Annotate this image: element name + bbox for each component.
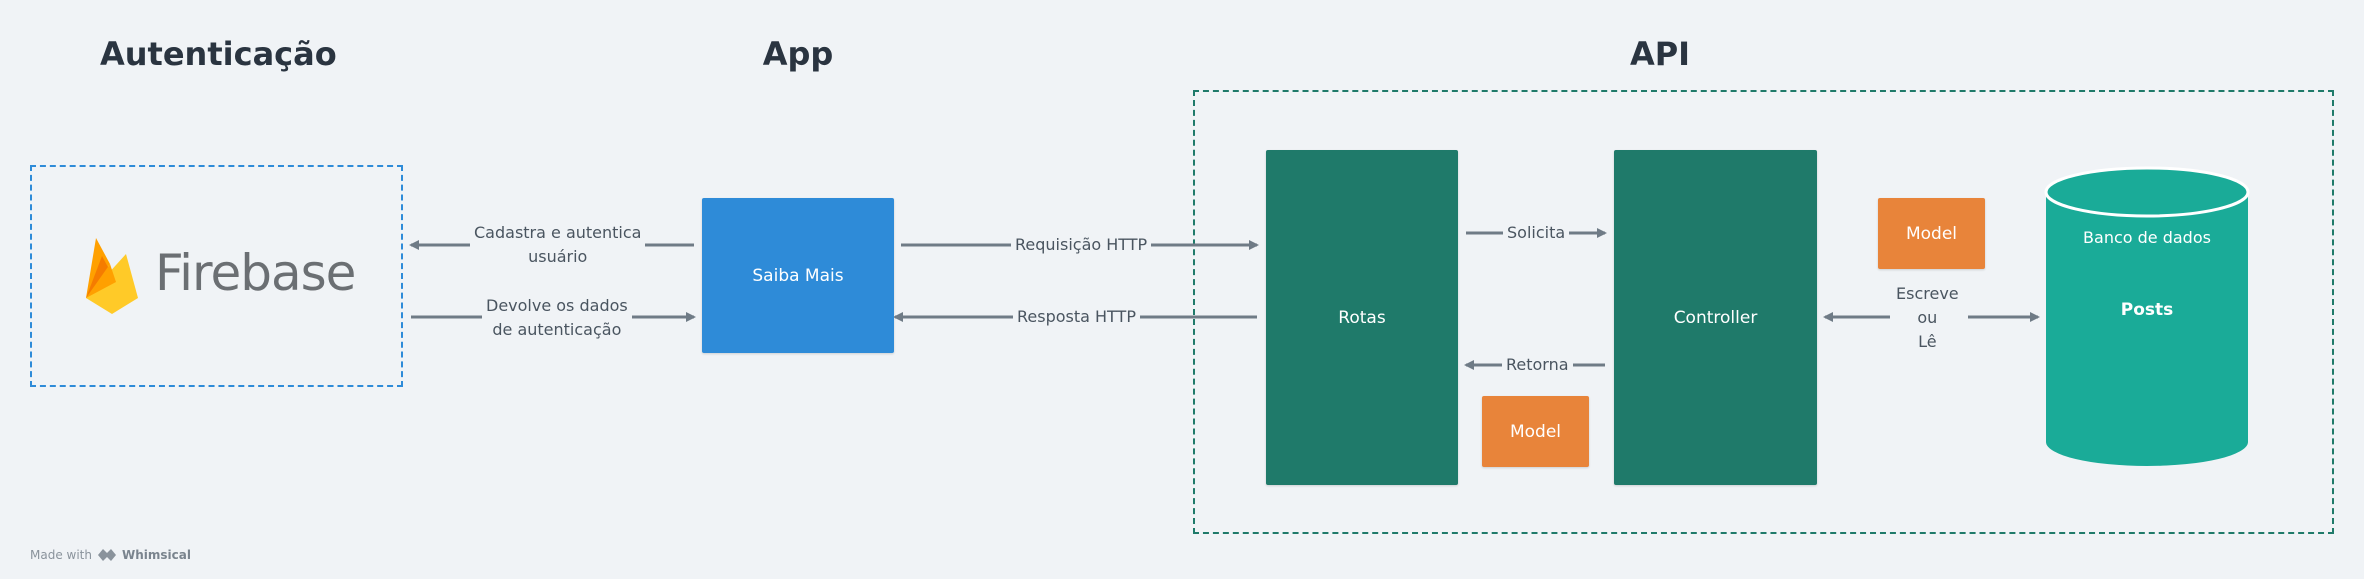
controller-node: Controller: [1614, 150, 1817, 485]
edge-label-cadastra: Cadastra e autentica usuário: [470, 221, 646, 269]
firebase-flame-icon: [86, 238, 138, 314]
api-container: [1193, 90, 2334, 534]
saiba-mais-node: Saiba Mais: [702, 198, 894, 353]
edge-label-devolve: Devolve os dados de autenticação: [482, 294, 632, 342]
edge-label-requisicao: Requisição HTTP: [1011, 233, 1152, 257]
database-title: Banco de dados: [2083, 228, 2211, 247]
whimsical-logo-icon: [97, 549, 116, 561]
model-top-node: Model: [1878, 198, 1985, 269]
edge-label-escreve-ou-le: Escreve ou Lê: [1892, 282, 1963, 354]
edge-label-resposta: Resposta HTTP: [1013, 305, 1140, 329]
whimsical-brand-text: Whimsical: [121, 548, 191, 562]
made-with-text: Made with: [30, 548, 92, 562]
firebase-logo-text: Firebase: [155, 244, 356, 302]
edge-label-retorna: Retorna: [1502, 353, 1573, 377]
rotas-node: Rotas: [1266, 150, 1458, 485]
api-section-title: API: [1629, 35, 1691, 73]
made-with-footer[interactable]: Made with Whimsical: [30, 548, 191, 562]
database-cylinder: [2044, 166, 2250, 466]
model-bottom-node: Model: [1482, 396, 1589, 467]
auth-container: [30, 165, 403, 387]
app-section-title: App: [762, 35, 834, 73]
edge-label-solicita: Solicita: [1503, 221, 1570, 245]
database-name: Posts: [2120, 300, 2174, 320]
auth-section-title: Autenticação: [100, 35, 337, 73]
